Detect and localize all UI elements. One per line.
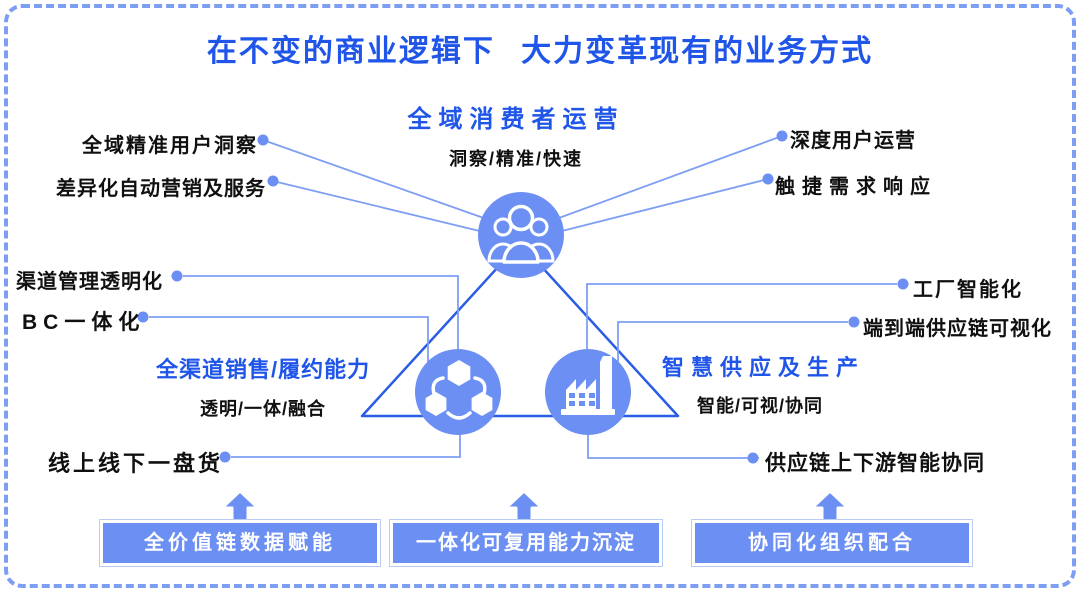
channel-sales-heading: 全渠道销售/履约能力: [156, 357, 371, 382]
callout-online-offline-inventory: 线上线下一盘货: [48, 451, 224, 476]
up-arrows: [220, 489, 850, 525]
callout-e2e-supplychain-visibility: 端到端供应链可视化: [863, 318, 1052, 340]
foundation-box: 一体化可复用能力沉淀: [390, 520, 662, 566]
molecule-icon: [425, 360, 493, 420]
people-group-icon: [487, 204, 555, 264]
foundation-box: 全价值链数据赋能: [100, 520, 380, 566]
smart-supply-tagline: 智能/可视/协同: [697, 396, 824, 416]
smart-supply-heading: 智慧供应及生产: [662, 355, 866, 380]
callout-deep-user-operation: 深度用户运营: [790, 130, 916, 152]
callout-bc-integration: BC一体化: [22, 311, 146, 334]
callout-supplychain-collaboration: 供应链上下游智能协同: [765, 452, 985, 475]
callout-precise-user-insight: 全域精准用户洞察: [82, 135, 258, 157]
page-title: 在不变的商业逻辑下 大力变革现有的业务方式: [206, 35, 874, 68]
connector-dots: [137, 130, 909, 464]
consumer-operation-heading: 全域消费者运营: [407, 106, 625, 133]
callout-demand-response: 触捷需求响应: [775, 176, 937, 198]
factory-icon: [561, 356, 615, 415]
callout-factory-intelligence: 工厂智能化: [913, 279, 1023, 301]
foundation-box: 协同化组织配合: [692, 520, 972, 566]
callout-channel-transparency: 渠道管理透明化: [16, 271, 163, 293]
connector-lines: [149, 135, 897, 459]
consumer-operation-tagline: 洞察/精准/快速: [448, 149, 583, 169]
callout-differentiated-marketing: 差异化自动营销及服务: [56, 178, 266, 200]
channel-sales-tagline: 透明/一体/融合: [200, 399, 327, 419]
